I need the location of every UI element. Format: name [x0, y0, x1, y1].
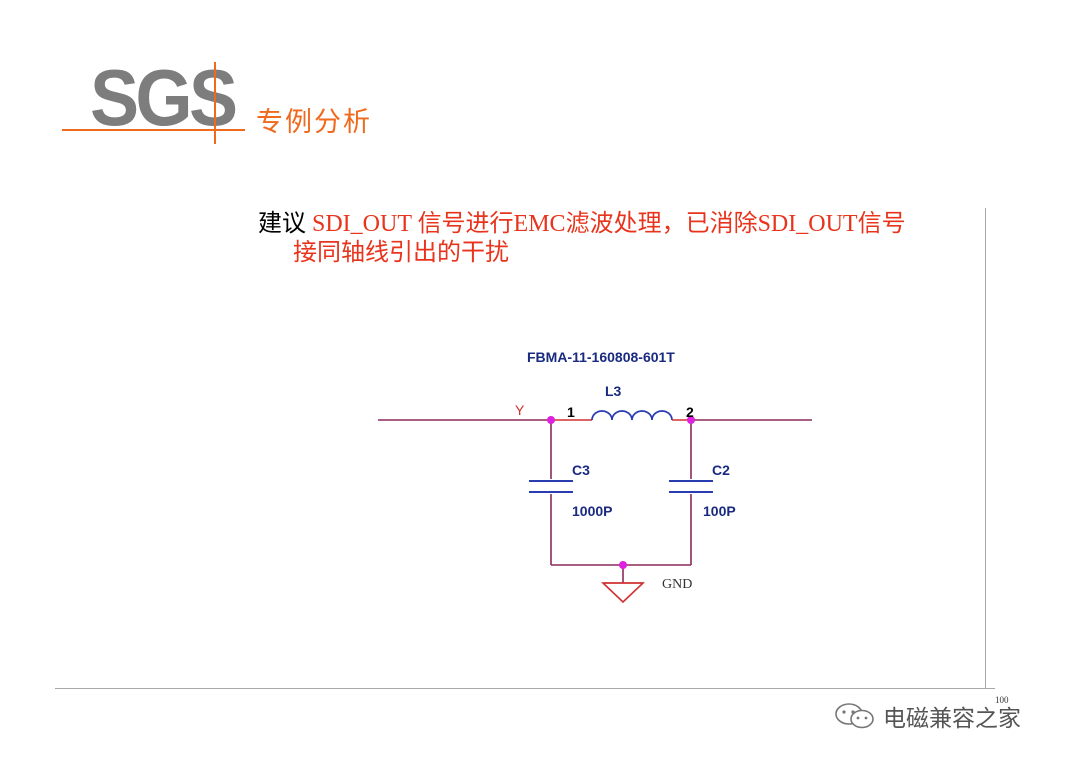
c3-ref-label: C3 — [572, 462, 590, 478]
c2-ref-label: C2 — [712, 462, 730, 478]
watermark-text: 电磁兼容之家 — [883, 706, 1021, 732]
frame-right-rule — [985, 208, 986, 688]
body-text: 建议 SDI_OUT 信号进行EMC滤波处理，已消除SDI_OUT信号 接同轴线… — [258, 210, 978, 268]
body-prefix: 建议 — [258, 211, 312, 237]
logo-vertical-rule — [214, 62, 216, 144]
body-highlight-line1: SDI_OUT 信号进行EMC滤波处理，已消除SDI_OUT信号 — [312, 211, 906, 237]
gnd-label: GND — [662, 577, 692, 592]
net-label-y: Y — [515, 402, 525, 418]
watermark: 电磁兼容之家 — [833, 700, 1021, 732]
junction-dot-right — [687, 416, 695, 424]
inductor-coil — [591, 410, 673, 421]
part-number-label: FBMA-11-160808-601T — [527, 349, 675, 365]
page-number: 100 — [995, 695, 1009, 705]
section-title: 专例分析 — [256, 107, 372, 138]
body-highlight-line2: 接同轴线引出的干扰 — [293, 240, 509, 266]
inductor-pin1-label: 1 — [567, 404, 575, 420]
frame-bottom-rule — [55, 688, 995, 689]
logo-horizontal-rule — [62, 129, 245, 131]
inductor-ref-label: L3 — [605, 383, 622, 399]
ground-symbol — [600, 582, 646, 604]
sgs-logo: SGS — [90, 53, 238, 142]
wechat-icon — [835, 703, 874, 729]
inductor-pin2-label: 2 — [686, 404, 694, 420]
c3-value-label: 1000P — [572, 503, 612, 519]
junction-dot-ground — [619, 561, 627, 569]
junction-dot-left — [547, 416, 555, 424]
c2-value-label: 100P — [703, 503, 736, 519]
